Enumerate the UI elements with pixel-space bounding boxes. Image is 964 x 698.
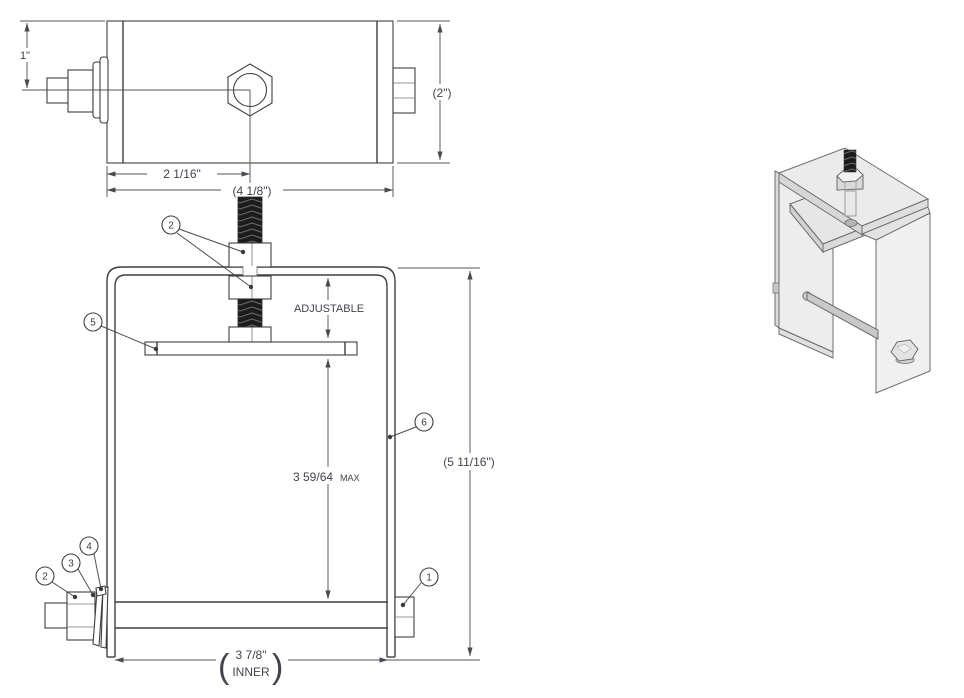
bolt-head [66,591,96,641]
bolt-shank-end [44,602,68,629]
dim-flange-height: 1" [16,20,105,89]
svg-text:2: 2 [168,221,174,232]
front-view: ADJUSTABLE 3 59/64 MAX (5 11/16") ( ) 3 … [35,196,505,686]
balloon-2-bottom: 2 [35,566,78,600]
svg-text:4: 4 [86,542,92,553]
adjustable-text: ADJUSTABLE [294,303,364,315]
hex-nut-bottom [228,326,272,343]
balloon-1: 1 [400,567,439,608]
dim-to-center-text: 2 1/16" [163,167,201,181]
svg-text:6: 6 [421,418,427,429]
overall-height-text: (5 11/16") [443,455,494,469]
adjusting-screw-assembly [228,196,272,343]
threaded-rod-upper [237,196,263,244]
iso-left-flange-edge [774,170,780,329]
iso-rod-end-left [772,282,780,294]
right-bolt-head [394,596,415,638]
balloon-5: 5 [83,312,159,352]
inner-width-label: INNER [232,665,270,679]
max-suffix-text: MAX [340,473,360,483]
hex-nut-upper [228,242,272,268]
dim-widths: 2 1/16" (4 1/8") [106,166,394,198]
left-bolt-hardware [44,585,109,649]
balloon-2-top: 2 [161,215,254,290]
iso-cross-rod [806,291,879,340]
cross-rod [115,601,388,629]
svg-text:2: 2 [42,572,48,583]
dim-overall-height: (5 11/16") [388,267,505,661]
balloon-4: 4 [79,536,104,592]
svg-text:3: 3 [68,559,74,570]
iso-bolt-head-facet [896,343,912,354]
max-value-text: 3 59/64 [293,470,333,484]
pressure-plate [144,341,358,356]
inner-width-value: 3 7/8" [236,648,267,662]
svg-text:5: 5 [90,318,96,329]
balloon-6: 6 [387,412,434,440]
dim-max-opening: 3 59/64 MAX [289,358,365,600]
isometric-view [772,147,931,394]
iso-stud-lower [844,190,857,217]
dim-inner-width: ( ) 3 7/8" INNER [114,640,389,686]
top-view-right-bolt [392,67,416,114]
top-view: 1" (2") 2 1/16" (4 1/8") [16,20,463,198]
dim-overall-depth: (2") [397,20,463,164]
flat-washer [100,586,109,649]
iso-stud-hole [844,219,858,227]
balloon-3: 3 [61,553,96,598]
dim-depth-text: (2") [433,86,452,100]
iso-right-flange [875,212,931,394]
iso-left-flange-bottom [778,327,834,359]
iso-right-bend [860,206,931,241]
dim-flange-text: 1" [20,50,30,62]
paren-open: ( [218,648,230,686]
iso-stud-threads [843,149,857,173]
svg-text:1: 1 [426,573,432,584]
dim-width-text: (4 1/8") [233,184,272,198]
dim-adjustable: ADJUSTABLE [292,277,366,339]
threaded-rod-lower [237,298,263,328]
paren-close: ) [272,648,283,686]
